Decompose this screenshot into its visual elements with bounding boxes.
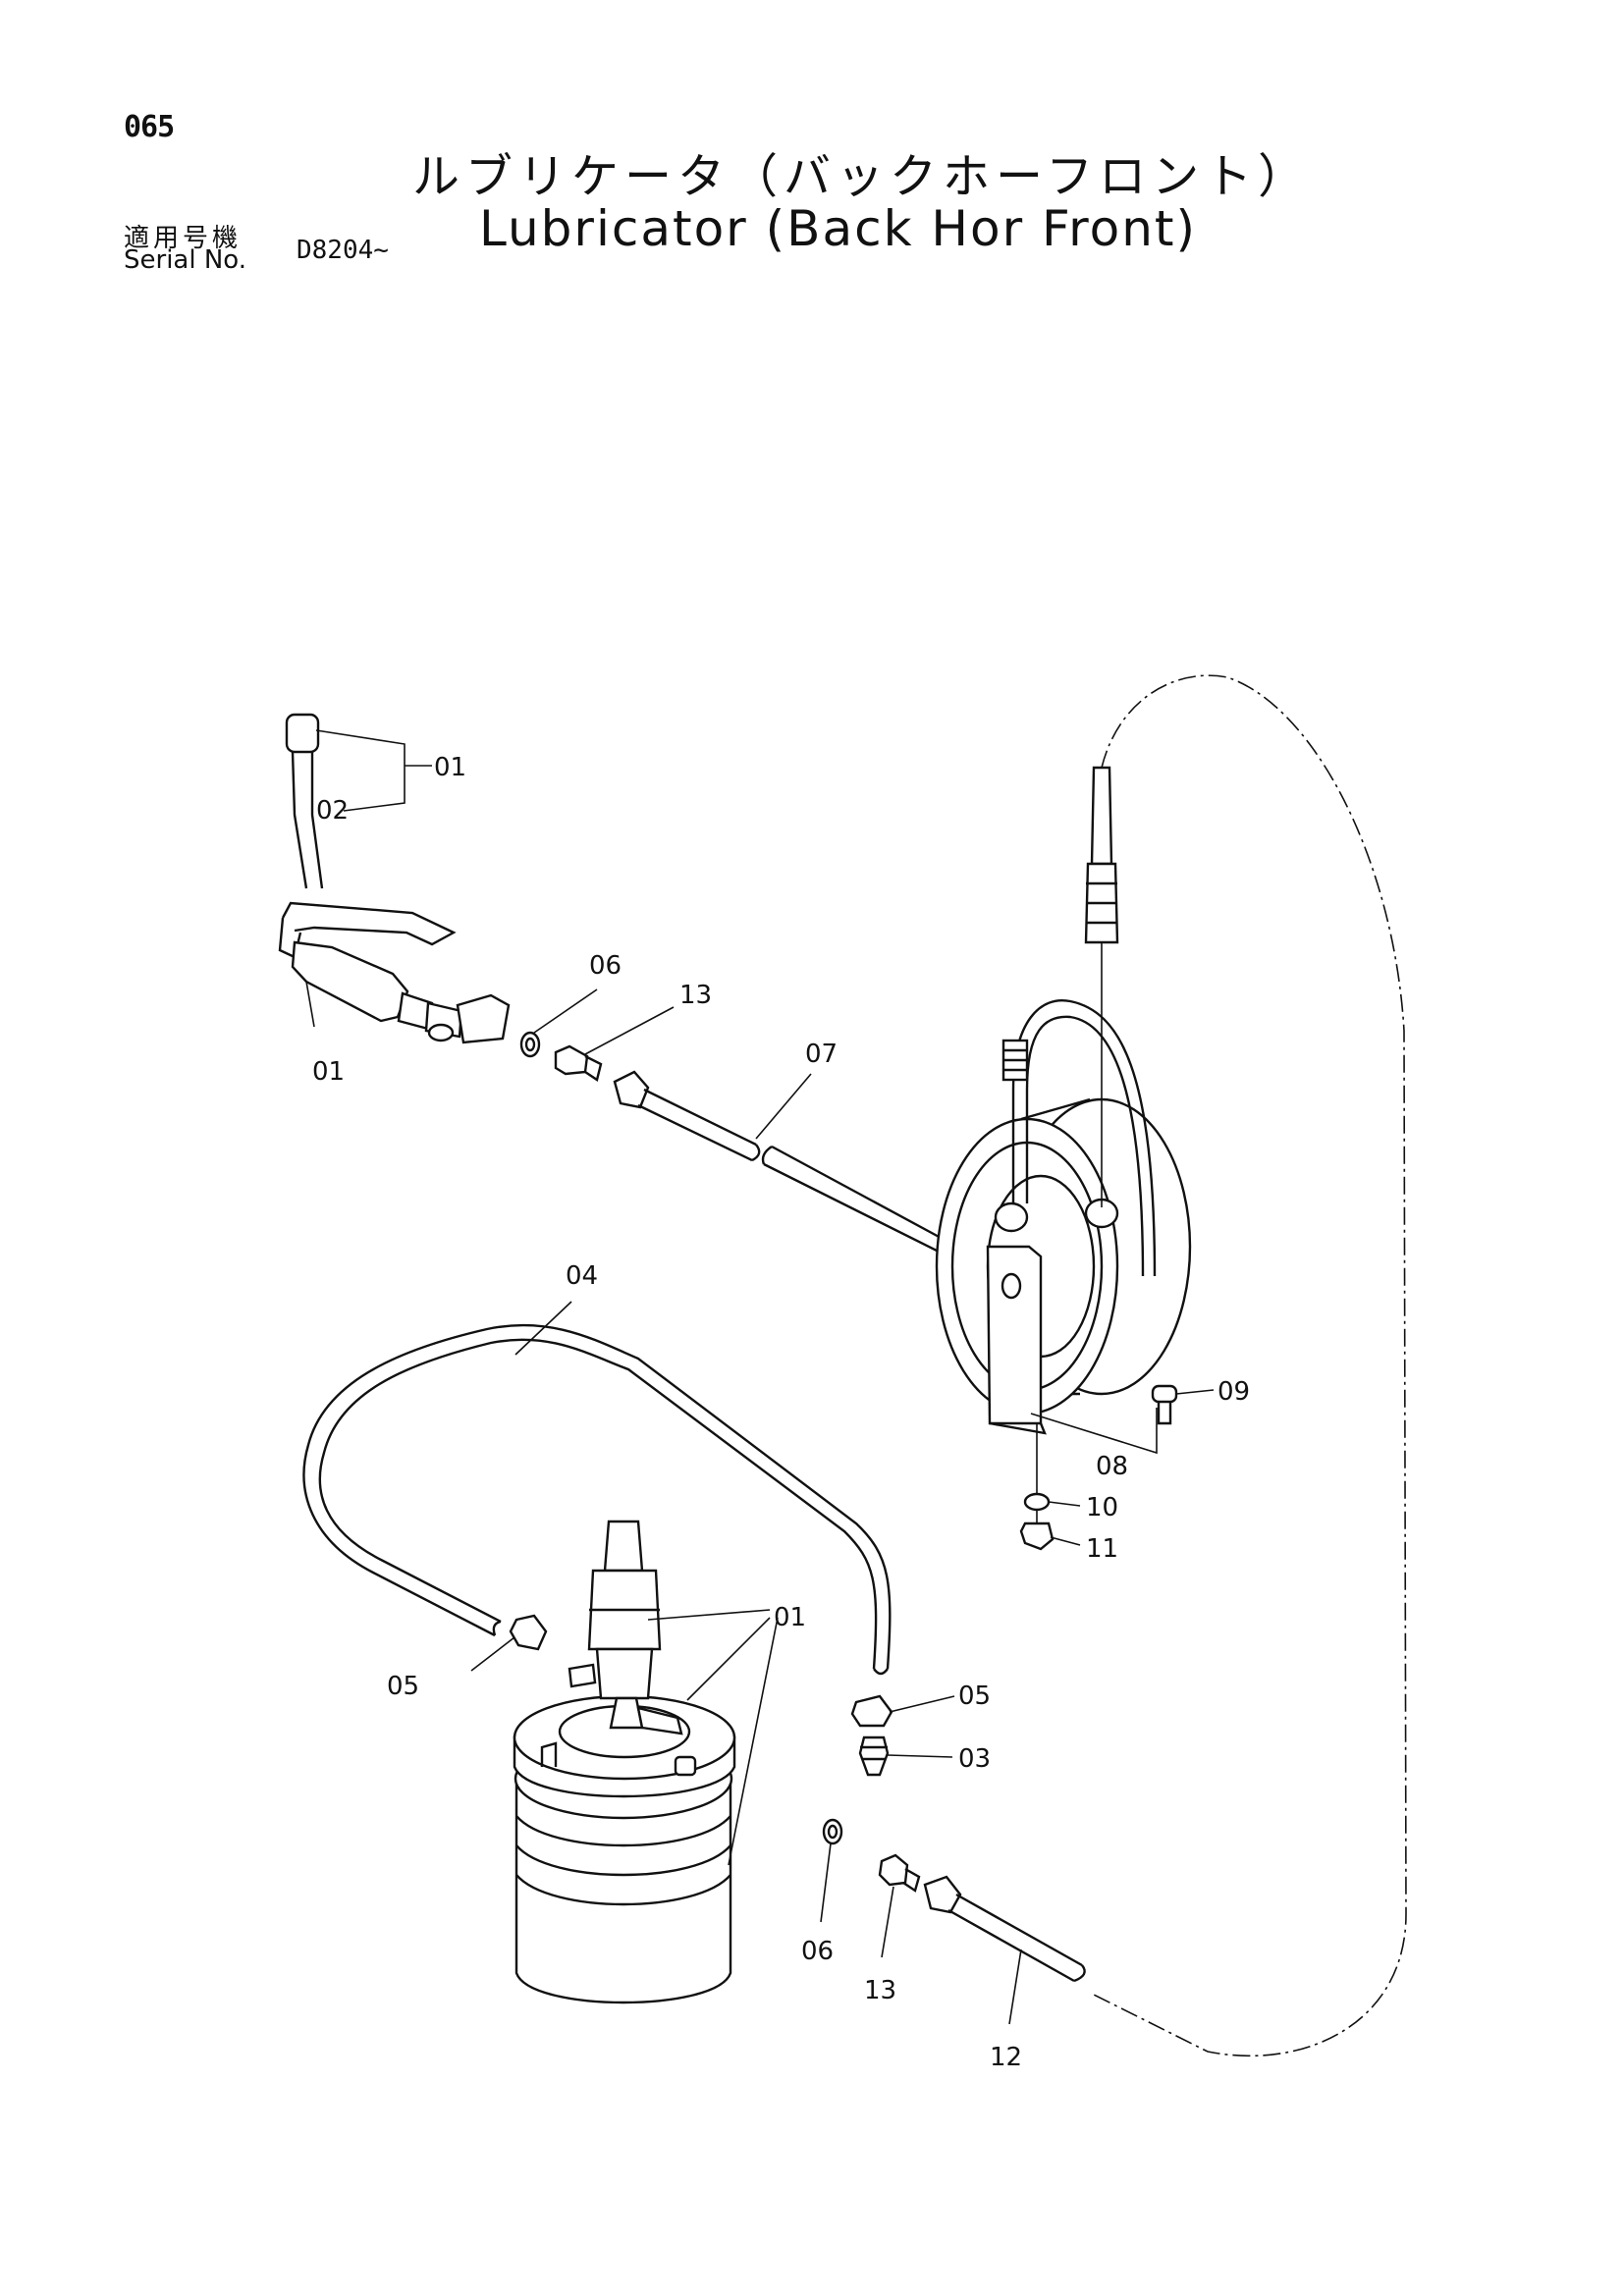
pail-handle: [540, 1741, 558, 1767]
callout-12: 12: [990, 2043, 1022, 2072]
page-number: 065: [124, 110, 175, 144]
serial-label-japanese: 適用号機: [124, 224, 243, 253]
callout-13-bottom: 13: [864, 1976, 896, 2005]
reel-bracket-08: [986, 1245, 1043, 1425]
nut-11: [1019, 1522, 1055, 1551]
washer-06-bottom: [822, 1818, 843, 1845]
hose-12: [923, 1875, 1086, 1983]
washer-06-top: [519, 1031, 541, 1058]
pump-outlet-tee: [636, 1706, 683, 1735]
serial-label-english: Serial No.: [124, 245, 246, 275]
callout-04: 04: [566, 1261, 598, 1291]
callout-06-bottom: 06: [801, 1937, 834, 1966]
gun-barrel: [291, 940, 409, 1023]
callout-leaders: [305, 729, 1215, 2025]
hose-04: [302, 1323, 892, 1676]
callout-01-pump: 01: [774, 1603, 806, 1632]
pump-cap: [603, 1520, 644, 1573]
page-title-english: Lubricator (Back Hor Front): [479, 200, 1198, 257]
callout-02: 02: [316, 796, 349, 826]
adapter-13-bottom: [878, 1853, 921, 1893]
callout-05-right: 05: [958, 1682, 991, 1711]
callout-07: 07: [805, 1040, 838, 1069]
callout-05-left: 05: [387, 1672, 419, 1701]
gun-extension-tube: [291, 751, 324, 889]
gun-nozzle-cap: [285, 713, 320, 754]
lubricator-pump-assembly: [513, 1520, 736, 2004]
hose-07: [613, 1070, 944, 1255]
fitting-05-right: [850, 1694, 893, 1728]
nipple-03: [858, 1735, 890, 1777]
pump-inlet-nipple: [568, 1663, 597, 1688]
adapter-13-top: [554, 1044, 603, 1082]
callout-06-top: 06: [589, 951, 622, 981]
fitting-05-left: [509, 1614, 548, 1651]
hose-route-line: [1089, 674, 1407, 2057]
callout-11: 11: [1086, 1534, 1118, 1564]
washer-10: [1023, 1492, 1051, 1512]
callout-08: 08: [1096, 1452, 1128, 1481]
callout-01-gun: 01: [312, 1057, 345, 1087]
grease-pail: [514, 1775, 732, 2004]
callout-13-top: 13: [679, 981, 712, 1010]
serial-value: D8204~: [297, 236, 389, 265]
hose-reel-assembly: [935, 766, 1192, 1435]
gun-lever-handle: [281, 901, 457, 946]
callout-10: 10: [1086, 1493, 1118, 1522]
grease-gun-assembly: [278, 713, 511, 1044]
reel-inlet-pipe: [1090, 766, 1113, 866]
page-title-japanese: ルブリケータ（バックホーフロント）: [412, 149, 1312, 204]
callout-03: 03: [958, 1744, 991, 1774]
callout-01-gun-top: 01: [434, 753, 466, 782]
callout-09: 09: [1217, 1377, 1250, 1407]
